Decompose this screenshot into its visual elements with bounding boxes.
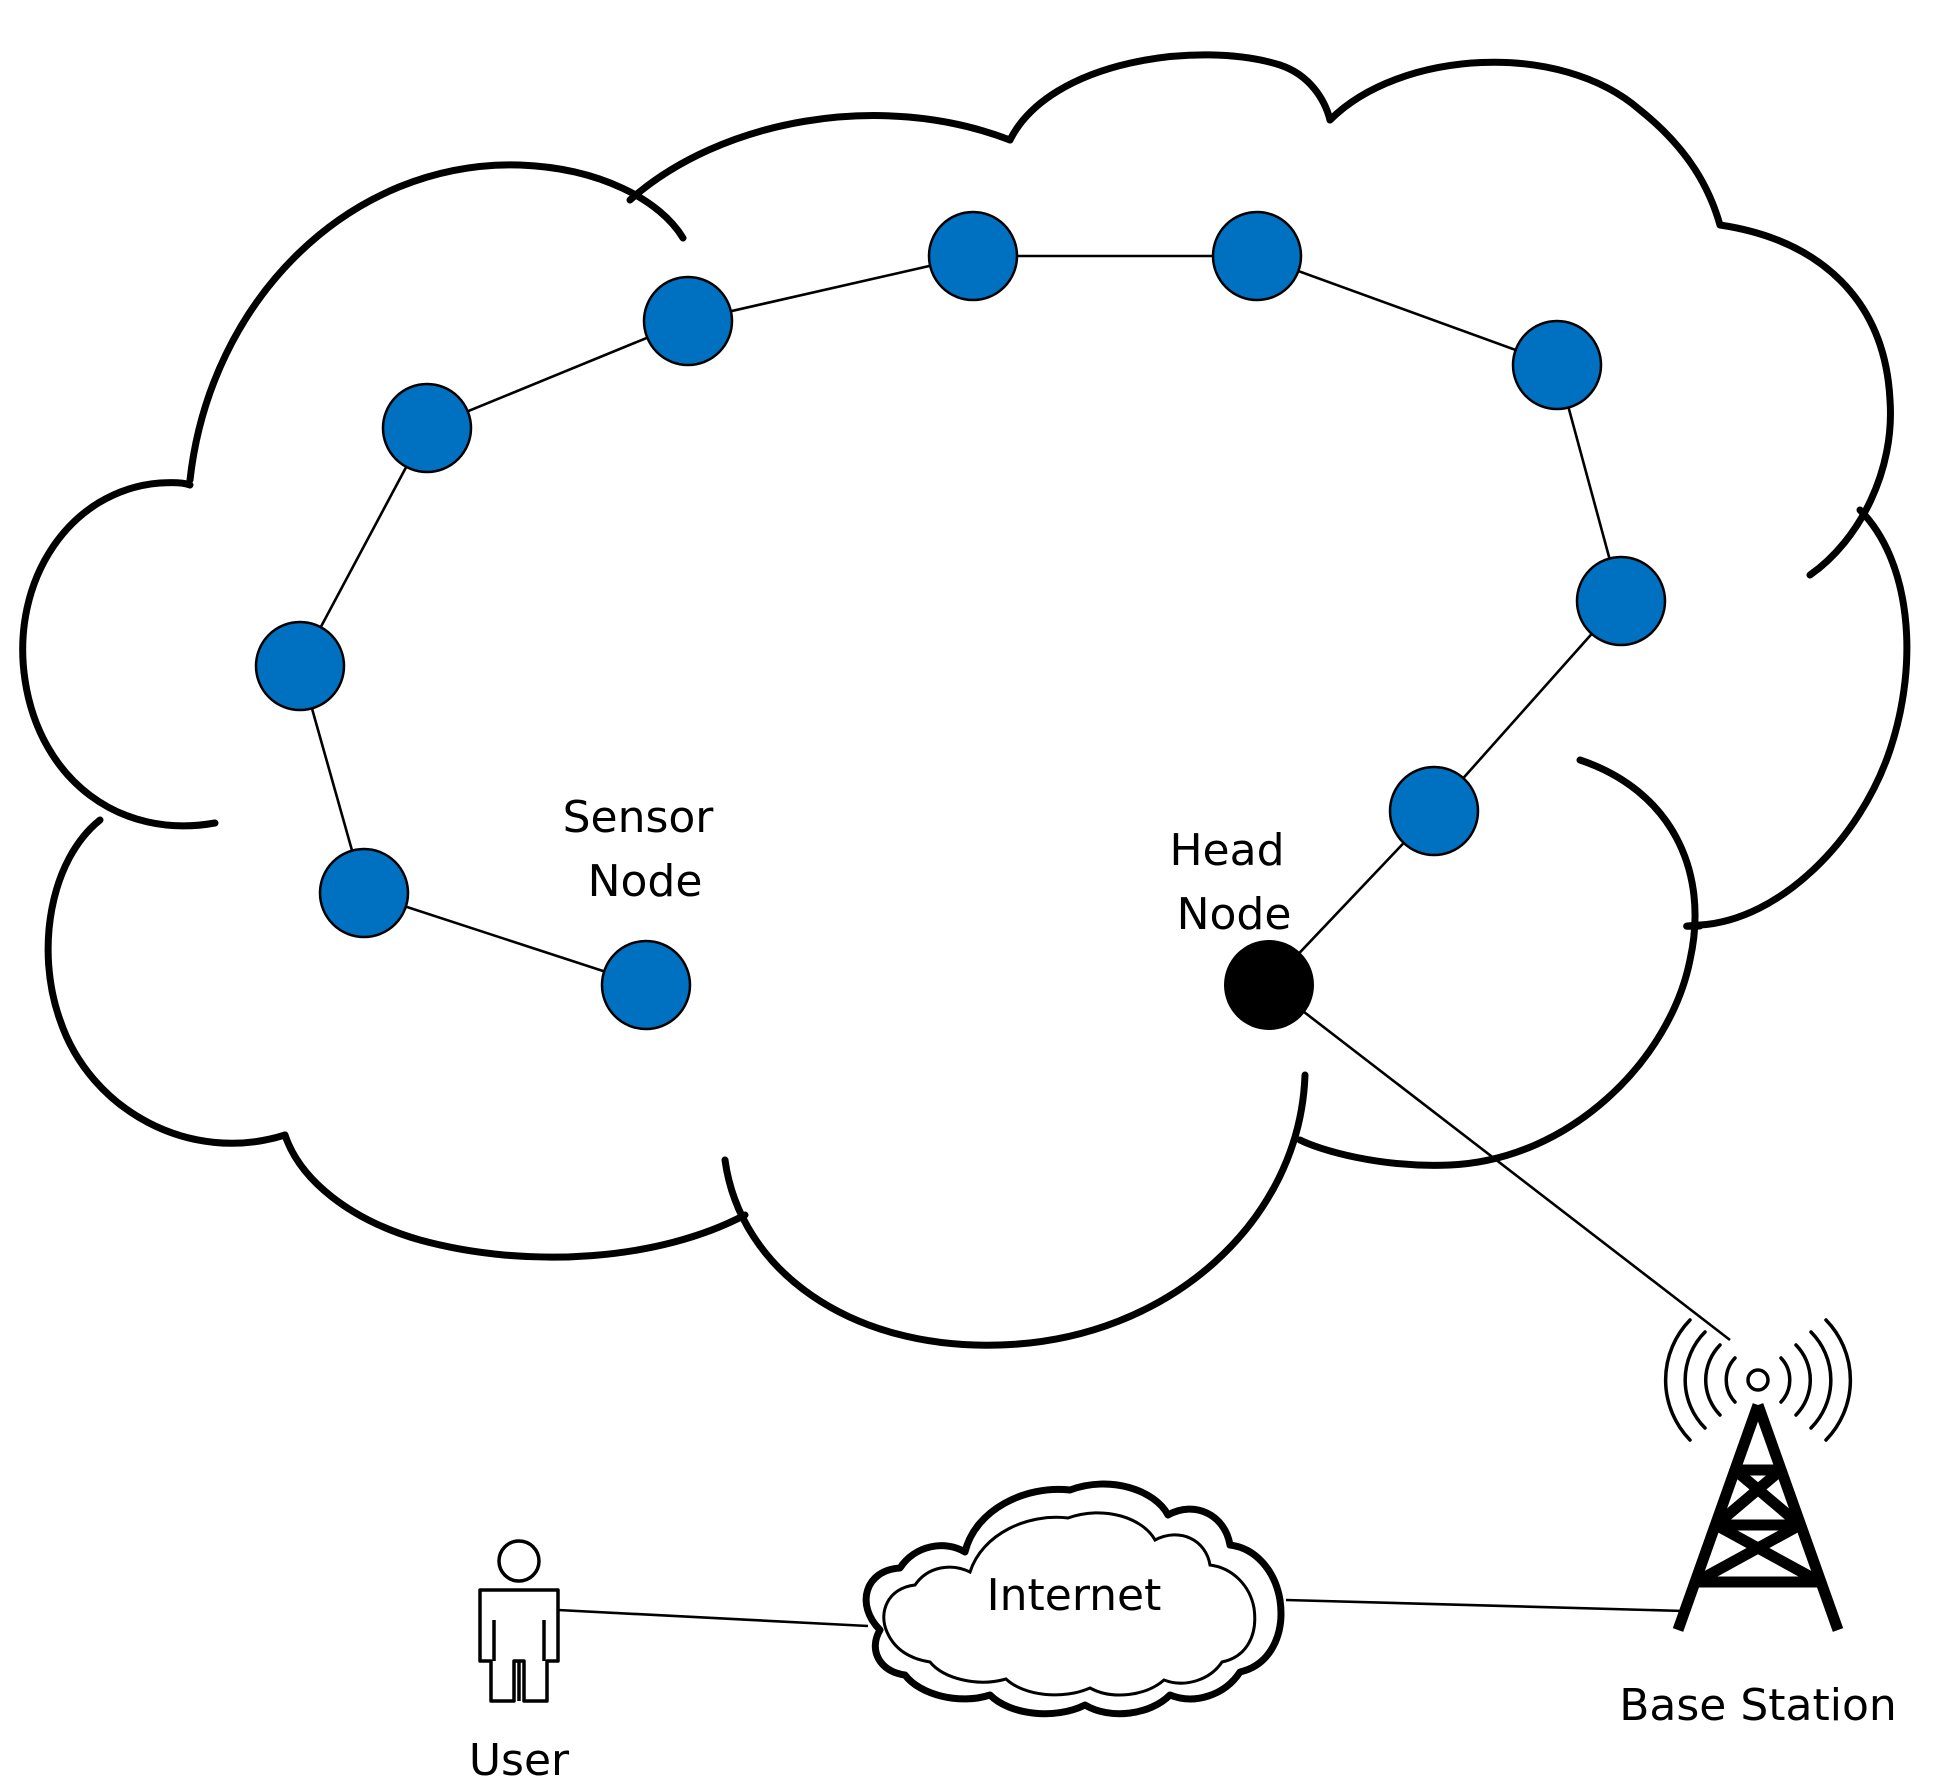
node-links	[298, 254, 1731, 1342]
sensor-nodes	[254, 210, 1667, 1031]
link-4-5	[426, 319, 689, 430]
sensor-node-10	[1388, 765, 1480, 857]
user-label: User	[469, 1735, 570, 1786]
sensor-node-4	[381, 382, 473, 474]
sensor-node-label: Sensor Node	[563, 792, 728, 907]
link-7-8	[1256, 254, 1558, 367]
sensor-node-2	[318, 847, 410, 939]
sensor-node-3	[254, 620, 346, 712]
sensor-node-1	[600, 939, 692, 1031]
link-user-internet	[557, 1608, 869, 1628]
head-node-label: Head Node	[1169, 825, 1298, 940]
sensor-node-8	[1511, 319, 1603, 411]
link-9-10	[1433, 600, 1622, 812]
radio-tower-icon	[1663, 1318, 1853, 1632]
link-5-6	[687, 254, 974, 323]
network-cloud-icon	[19, 51, 1911, 1349]
head-node	[1224, 940, 1314, 1030]
link-internet-basestation	[1285, 1598, 1685, 1613]
sensor-node-7	[1211, 210, 1303, 302]
sensor-node-9	[1575, 555, 1667, 647]
person-icon	[478, 1539, 560, 1703]
link-1-2	[363, 891, 647, 987]
sensor-node-5	[642, 275, 734, 367]
base-station-label: Base Station	[1619, 1680, 1897, 1731]
link-head-basestation	[1268, 983, 1731, 1342]
sensor-node-6	[927, 210, 1019, 302]
internet-cloud-icon	[862, 1480, 1285, 1718]
internet-label: Internet	[987, 1570, 1162, 1621]
